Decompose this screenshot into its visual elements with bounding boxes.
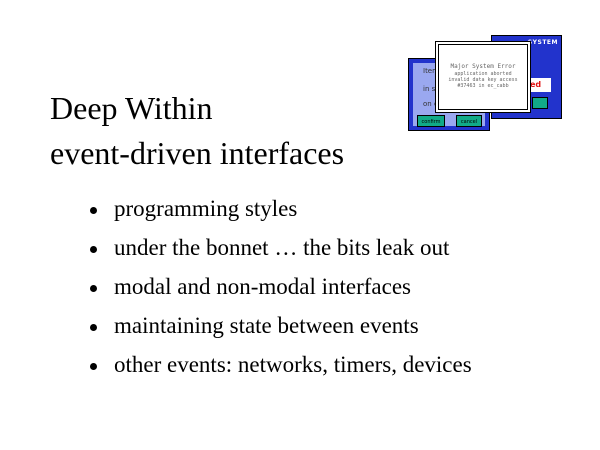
bullet-item: programming styles [90,196,472,235]
middle-dialog-line: in st [423,85,438,93]
error-dialog: Major System Error application aborted i… [438,44,528,110]
background-dialog-alert: ed [527,78,551,92]
bullet-dot-icon [90,207,97,214]
slide-title: Deep Within event-driven interfaces [50,86,344,176]
bullet-text: maintaining state between events [114,313,419,338]
bullet-item: other events: networks, timers, devices [90,352,472,391]
middle-dialog-line: on o [423,100,439,108]
bullet-dot-icon [90,363,97,370]
bullet-dot-icon [90,324,97,331]
bullet-dot-icon [90,246,97,253]
bullet-text: under the bonnet … the bits leak out [114,235,450,260]
slide-title-line: event-driven interfaces [50,135,345,171]
confirm-button: confirm [417,115,445,127]
bullet-item: modal and non-modal interfaces [90,274,472,313]
error-line: #37463 in ec_cabb [457,83,509,89]
bullet-item: maintaining state between events [90,313,472,352]
error-message: Major System Error application aborted i… [443,63,523,89]
bullet-text: modal and non-modal interfaces [114,274,411,299]
error-line: invalid data key access [448,77,518,83]
bullet-list: programming styles under the bonnet … th… [90,196,472,391]
bullet-item: under the bonnet … the bits leak out [90,235,472,274]
error-title: Major System Error [450,63,516,70]
middle-dialog-line: Item [423,67,439,75]
bullet-text: other events: networks, timers, devices [114,352,472,377]
bullet-dot-icon [90,285,97,292]
bullet-text: programming styles [114,196,298,221]
background-dialog-header: SYSTEM [527,39,558,46]
slide-title-line: Deep Within [50,90,213,126]
background-dialog-button [532,97,548,109]
cancel-button: cancel [456,115,482,127]
error-line: application aborted [454,71,512,77]
